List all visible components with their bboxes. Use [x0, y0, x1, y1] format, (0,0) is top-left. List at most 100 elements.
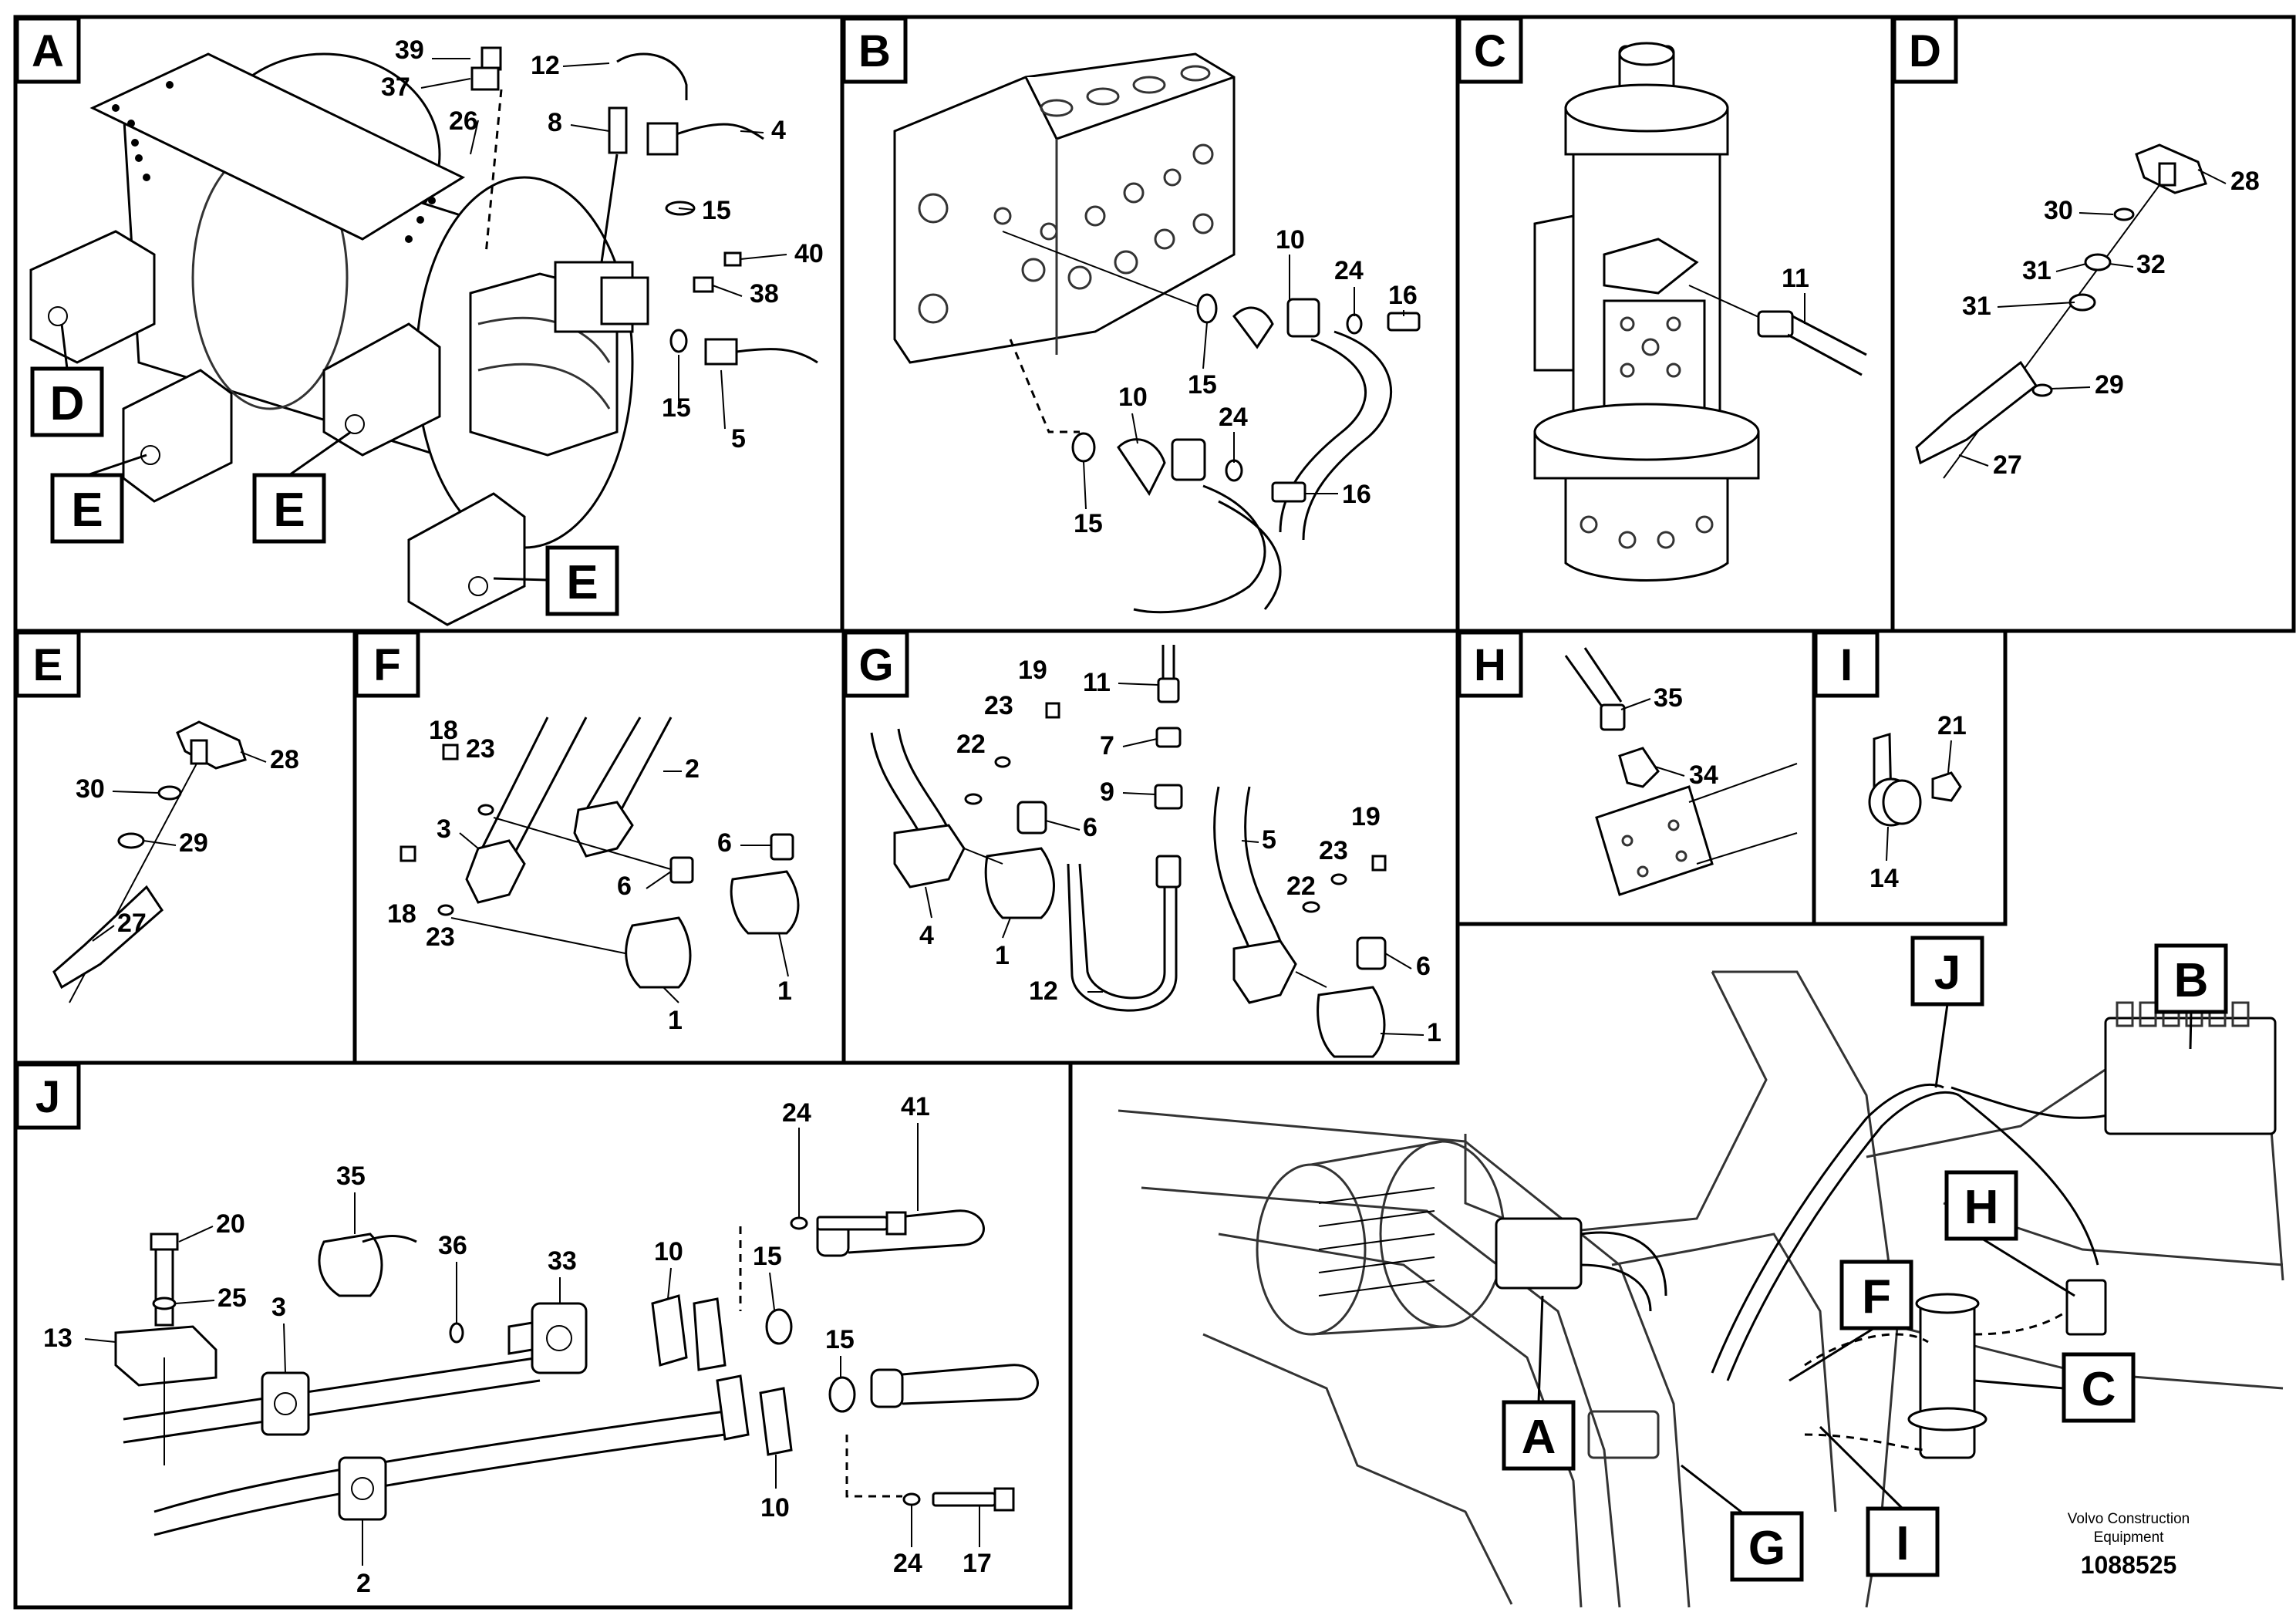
callout-i-14: 14 [1870, 864, 1899, 893]
callout-f-18b: 18 [387, 899, 416, 929]
panel-d-letter: D [1909, 26, 1941, 76]
callout-j-15: 15 [753, 1242, 782, 1271]
overview-ref-c: C [2082, 1363, 2116, 1416]
overview-ref-b: B [2174, 954, 2209, 1007]
panel-g-letter: G [858, 640, 893, 690]
callout-a-4: 4 [771, 116, 786, 145]
ref-a-e2: E [273, 484, 305, 537]
callout-g-23b: 23 [1319, 836, 1348, 865]
brand-line-2: Equipment [2094, 1529, 2165, 1546]
callout-j-10: 10 [654, 1237, 683, 1266]
panel-e-drawing [52, 720, 247, 1003]
panel-g-callouts: 19 11 23 22 7 9 6 4 1 12 5 19 23 22 6 1 [919, 656, 1441, 1047]
callout-e-27: 27 [117, 909, 147, 938]
callout-e-28: 28 [270, 745, 299, 774]
panel-i-drawing [1868, 732, 1962, 827]
callout-f-6b: 6 [617, 872, 632, 901]
panel-c-callouts: 11 [1782, 264, 1809, 324]
callout-b-16b: 16 [1342, 480, 1371, 509]
panel-i-letter: I [1840, 640, 1853, 690]
panel-j-drawing [114, 1209, 1039, 1536]
ref-a-e3: E [566, 556, 598, 609]
callout-h-34: 34 [1689, 760, 1718, 790]
callout-a-40: 40 [794, 239, 824, 268]
callout-a-12: 12 [531, 51, 560, 80]
callout-g-22: 22 [956, 730, 986, 759]
callout-g-6b: 6 [1416, 952, 1431, 981]
callout-a-37: 37 [381, 73, 410, 102]
panel-h-callouts: 35 34 [1620, 683, 1718, 790]
footer: Volvo Construction Equipment 1088525 [2068, 1511, 2190, 1579]
ref-a-e1: E [71, 484, 103, 537]
callout-g-19: 19 [1018, 656, 1047, 685]
callout-j-2: 2 [356, 1569, 371, 1598]
callout-a-26: 26 [449, 106, 478, 136]
drawing-number: 1088525 [2081, 1551, 2177, 1579]
callout-d-31b: 31 [1962, 292, 1991, 321]
callout-g-7: 7 [1100, 731, 1114, 760]
ref-a-d: D [50, 377, 85, 430]
callout-g-9: 9 [1100, 777, 1114, 807]
overview-drawing [1118, 970, 2284, 1608]
overview-ref-j: J [1934, 946, 1961, 1000]
callout-f-23b: 23 [426, 922, 455, 952]
callout-a-39: 39 [395, 35, 424, 65]
callout-d-31: 31 [2022, 256, 2052, 285]
callout-a-8: 8 [548, 108, 562, 137]
callout-i-21: 21 [1937, 711, 1967, 740]
callout-c-11: 11 [1782, 264, 1809, 293]
panel-frames [13, 15, 2296, 1610]
callout-b-24b: 24 [1219, 403, 1248, 432]
callout-g-22b: 22 [1286, 872, 1316, 901]
panel-h-drawing [1564, 647, 1798, 896]
callout-g-11: 11 [1083, 668, 1111, 697]
panel-f-drawing [400, 717, 800, 989]
callout-b-15b: 15 [1074, 509, 1103, 538]
overview-ref-h: H [1964, 1181, 1999, 1234]
callout-d-32: 32 [2136, 250, 2166, 279]
callout-b-10: 10 [1276, 225, 1305, 255]
panel-e-callouts: 28 30 29 27 [76, 745, 299, 942]
callout-j-17: 17 [963, 1549, 992, 1578]
callout-j-20: 20 [216, 1209, 245, 1239]
callout-d-28: 28 [2230, 167, 2260, 196]
overview-ref-i: I [1896, 1517, 1909, 1570]
callout-f-3: 3 [437, 814, 451, 844]
panel-b-drawing [893, 52, 1421, 614]
callout-b-24: 24 [1334, 256, 1364, 285]
panel-letter-tabs: A B C D E F G H I J [15, 16, 1958, 1130]
panel-d-callouts: 28 30 31 32 31 29 27 [1958, 167, 2260, 480]
callout-f-1: 1 [668, 1006, 683, 1035]
callout-g-6: 6 [1083, 813, 1097, 842]
callout-g-1b: 1 [1427, 1018, 1441, 1047]
callout-j-24b: 24 [893, 1549, 922, 1578]
callout-j-25: 25 [217, 1283, 247, 1313]
callout-a-15b: 15 [662, 393, 691, 423]
callout-f-23: 23 [466, 734, 495, 764]
callout-j-41: 41 [901, 1092, 930, 1121]
panel-b-callouts: 10 24 16 15 10 24 16 15 [1074, 225, 1418, 538]
callout-g-19b: 19 [1351, 802, 1381, 831]
panel-a-drawing [29, 46, 818, 626]
panel-f-callouts: 18 23 2 3 6 6 18 23 1 1 [387, 716, 792, 1035]
brand-line-1: Volvo Construction [2068, 1511, 2190, 1527]
panel-i-frame [1812, 629, 2008, 926]
callout-g-23: 23 [984, 691, 1013, 720]
panel-j-letter: J [35, 1072, 60, 1122]
callout-j-33: 33 [548, 1246, 577, 1276]
panel-e-letter: E [33, 640, 63, 690]
overview-ref-g: G [1748, 1522, 1785, 1575]
callout-f-2: 2 [685, 754, 700, 784]
callout-g-4: 4 [919, 921, 934, 950]
panel-c-letter: C [1474, 26, 1506, 76]
callout-a-5: 5 [731, 424, 746, 454]
panel-f-letter: F [373, 640, 400, 690]
callout-a-15: 15 [702, 196, 731, 225]
callout-h-35: 35 [1654, 683, 1683, 713]
callout-g-12: 12 [1029, 976, 1058, 1006]
callout-e-29: 29 [179, 828, 208, 858]
callout-d-27: 27 [1993, 450, 2022, 480]
callout-j-3: 3 [271, 1293, 286, 1322]
callout-d-29: 29 [2095, 370, 2124, 400]
